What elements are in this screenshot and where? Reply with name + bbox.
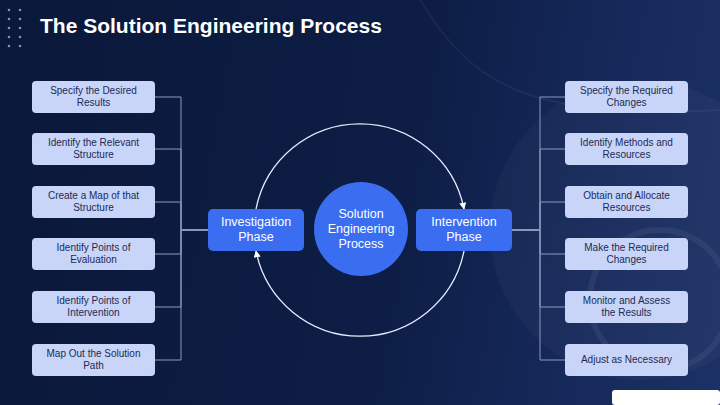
step-box: Specify the Desired Results xyxy=(32,81,155,113)
phase-box: Investigation Phase xyxy=(208,209,304,251)
step-box: Identify Points of Evaluation xyxy=(32,238,155,270)
dot-grid xyxy=(8,9,22,48)
bracket-connector xyxy=(155,97,208,230)
corner-tab xyxy=(612,390,720,405)
slide-title: The Solution Engineering Process xyxy=(40,14,382,38)
step-box: Identify Methods and Resources xyxy=(565,133,688,165)
node-label: Monitor and Assess the Results xyxy=(579,295,674,319)
step-box: Obtain and Allocate Resources xyxy=(565,186,688,218)
node-label: Map Out the Solution Path xyxy=(46,348,141,372)
bracket-connector xyxy=(512,202,565,230)
phase-box: Intervention Phase xyxy=(416,209,512,251)
bracket-connector xyxy=(512,149,565,230)
step-box: Identify Points of Intervention xyxy=(32,291,155,323)
step-box: Monitor and Assess the Results xyxy=(565,291,688,323)
node-label: Adjust as Necessary xyxy=(581,354,672,366)
backdrop-glow xyxy=(490,80,720,380)
bracket-connector xyxy=(155,230,208,360)
step-box: Make the Required Changes xyxy=(565,238,688,270)
step-box: Map Out the Solution Path xyxy=(32,344,155,376)
bracket-connector xyxy=(512,97,565,230)
node-label: Specify the Required Changes xyxy=(579,85,674,109)
bracket-connector xyxy=(512,230,565,360)
bracket-connector xyxy=(512,230,565,254)
hub-circle: Solution Engineering Process xyxy=(314,182,408,276)
node-label: Specify the Desired Results xyxy=(46,85,141,109)
node-label: Make the Required Changes xyxy=(579,242,674,266)
node-label: Intervention Phase xyxy=(424,215,504,245)
node-label: Identify the Relevant Structure xyxy=(46,137,141,161)
node-label: Obtain and Allocate Resources xyxy=(579,190,674,214)
bracket-connector xyxy=(512,230,565,307)
step-box: Identify the Relevant Structure xyxy=(32,133,155,165)
node-label: Identify Methods and Resources xyxy=(579,137,674,161)
bracket-connector xyxy=(155,149,208,230)
node-label: Identify Points of Evaluation xyxy=(46,242,141,266)
bracket-connector xyxy=(155,202,208,230)
node-label: Solution Engineering Process xyxy=(324,207,398,252)
step-box: Specify the Required Changes xyxy=(565,81,688,113)
step-box: Create a Map of that Structure xyxy=(32,186,155,218)
step-box: Adjust as Necessary xyxy=(565,344,688,376)
node-label: Investigation Phase xyxy=(216,215,296,245)
node-label: Identify Points of Intervention xyxy=(46,295,141,319)
node-label: Create a Map of that Structure xyxy=(46,190,141,214)
